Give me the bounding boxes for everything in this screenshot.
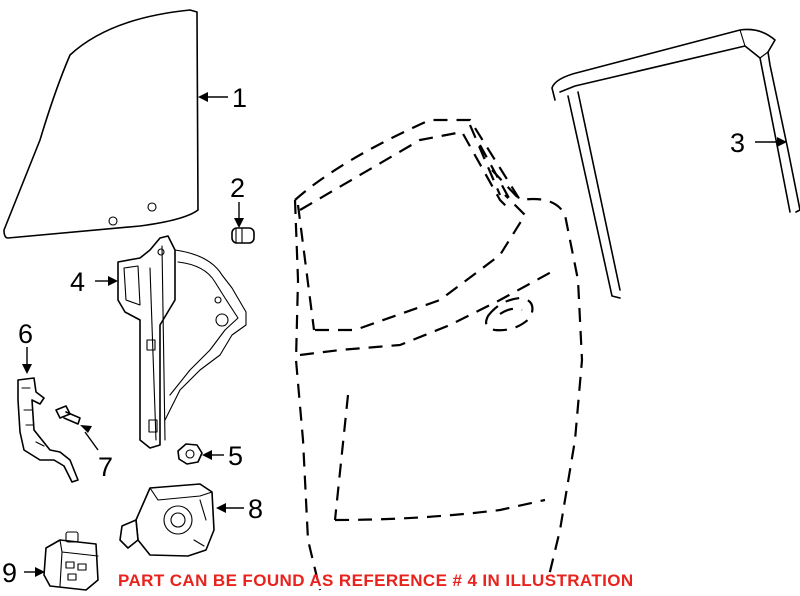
callout-2: 2 [230, 173, 245, 203]
callout-8: 8 [248, 494, 263, 524]
leader-9 [24, 567, 45, 577]
part-window-motor [119, 483, 215, 557]
part-bolt [55, 405, 81, 425]
callout-9: 9 [2, 558, 17, 588]
callout-6: 6 [18, 319, 33, 349]
leader-2 [234, 202, 244, 228]
part-wiring-harness [17, 377, 79, 483]
part-clip [231, 227, 255, 244]
reference-note: PART CAN BE FOUND AS REFERENCE # 4 IN IL… [118, 571, 634, 590]
part-nut [177, 443, 203, 465]
callout-4: 4 [70, 267, 85, 297]
callout-7: 7 [98, 452, 113, 482]
part-window-regulator [117, 235, 247, 449]
part-control-module [43, 531, 99, 591]
callout-5: 5 [228, 441, 243, 471]
leader-8 [216, 503, 244, 513]
leader-4 [95, 276, 118, 286]
door-shell-outline [293, 118, 584, 591]
callout-3: 3 [730, 128, 745, 158]
part-window-glass [3, 9, 199, 239]
leader-1 [198, 92, 228, 102]
callout-1: 1 [232, 83, 247, 113]
part-window-channel [551, 28, 800, 299]
leader-3 [755, 137, 787, 147]
leader-7 [80, 425, 99, 451]
leader-6 [22, 347, 32, 374]
leader-5 [202, 450, 224, 460]
